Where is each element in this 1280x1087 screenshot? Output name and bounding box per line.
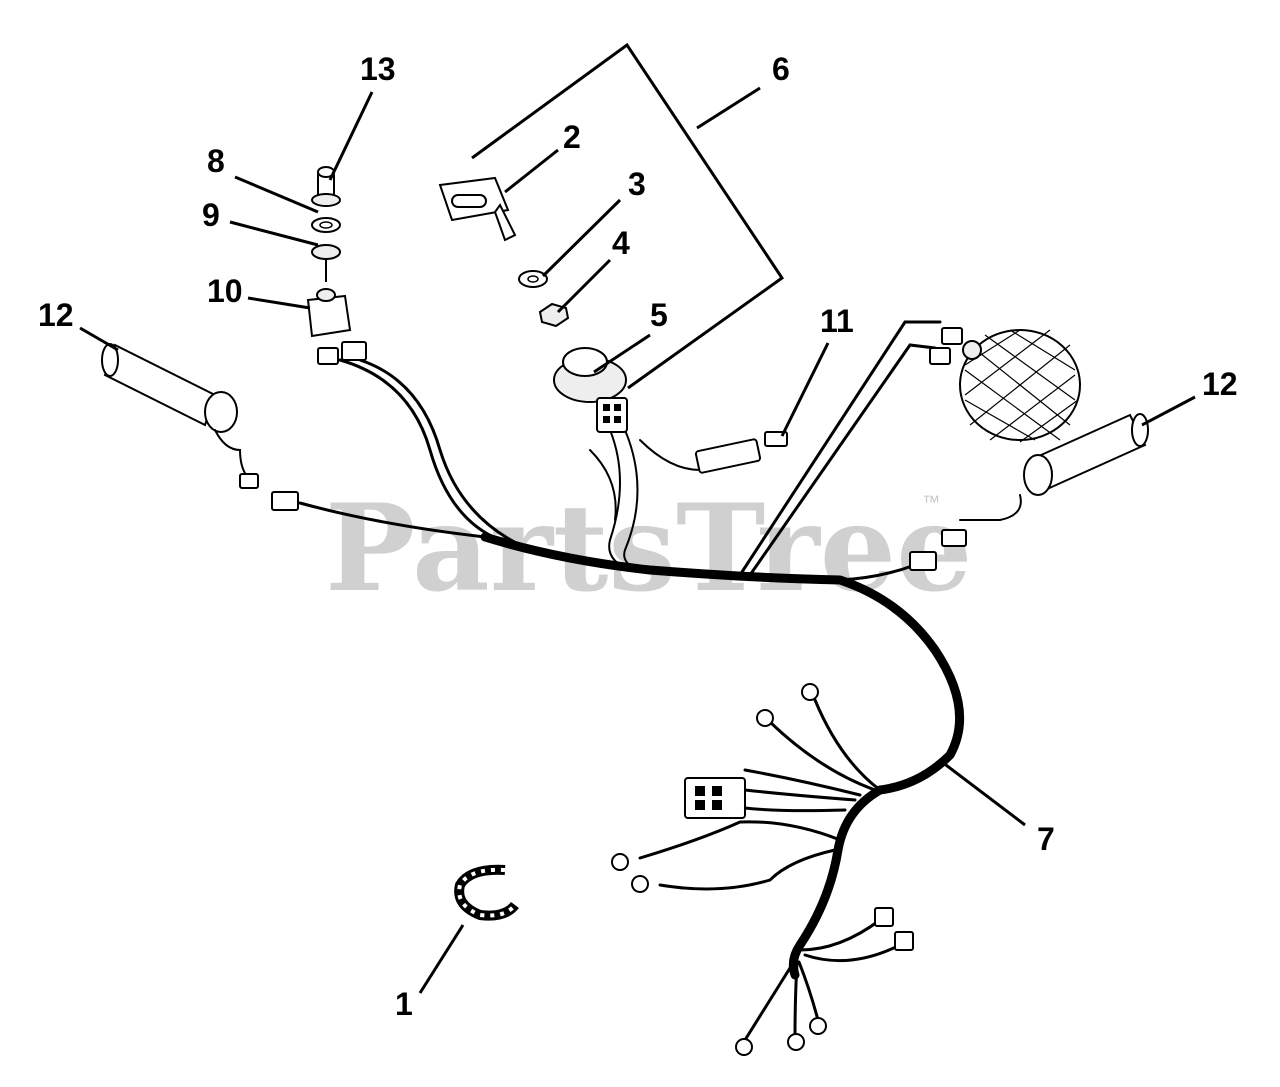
part-12-left-light <box>101 343 299 511</box>
part-2-key <box>438 176 517 242</box>
leader-lines <box>79 91 1196 994</box>
callout-11: 11 <box>820 303 854 339</box>
part-1-cable-clamp <box>454 864 519 921</box>
part-6-bracket <box>471 42 785 390</box>
part-11-fuse-holder <box>694 431 788 474</box>
toggle-switch-assembly <box>306 166 367 365</box>
callout-12-right: 12 <box>1202 366 1238 402</box>
callout-4: 4 <box>612 225 630 261</box>
part-12-right-light <box>909 413 1149 571</box>
callout-6: 6 <box>772 51 790 87</box>
lower-branches <box>638 698 902 1042</box>
ring-terminals <box>611 683 827 1056</box>
callout-9: 9 <box>202 197 220 233</box>
callout-7: 7 <box>1037 821 1055 857</box>
callout-1: 1 <box>395 986 413 1022</box>
part-5-ignition-switch <box>553 347 628 433</box>
callout-13: 13 <box>360 51 396 87</box>
callout-10: 10 <box>207 273 243 309</box>
callout-8: 8 <box>207 143 225 179</box>
main-harness <box>298 320 965 980</box>
watermark-text: PartsTree <box>325 478 972 619</box>
lower-connectors <box>684 777 914 951</box>
watermark-trademark: ™ <box>922 492 940 512</box>
headlight <box>929 327 1081 443</box>
callout-12-left: 12 <box>38 297 74 333</box>
callout-5: 5 <box>650 297 668 333</box>
watermark: PartsTree ™ <box>325 478 972 619</box>
callouts: 1 2 3 4 5 6 7 8 9 10 11 12 12 13 <box>38 51 1238 1022</box>
callout-2: 2 <box>563 119 581 155</box>
callout-3: 3 <box>628 166 646 202</box>
